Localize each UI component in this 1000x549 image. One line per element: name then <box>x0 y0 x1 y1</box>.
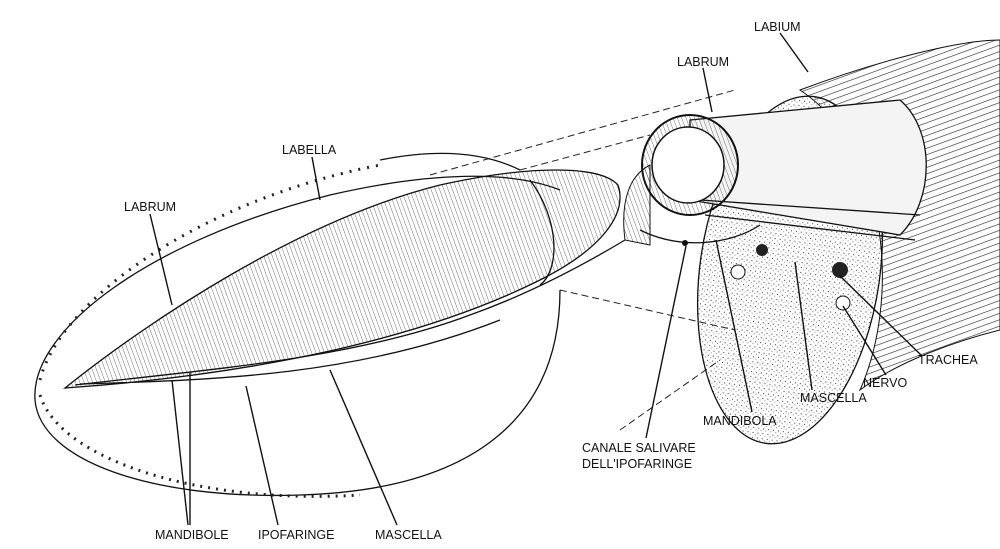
label-mascella-right: MASCELLA <box>800 391 867 405</box>
label-mandibole: MANDIBOLE <box>155 528 229 542</box>
stylet-bundle-shape <box>62 169 626 389</box>
leader-lines <box>149 32 923 526</box>
label-labrum-top: LABRUM <box>677 55 729 69</box>
label-nervo: NERVO <box>863 376 908 390</box>
label-mandibola: MANDIBOLA <box>703 414 777 428</box>
label-canale-line2: DELL'IPOFARINGE <box>582 457 692 471</box>
label-labella: LABELLA <box>282 143 337 157</box>
label-ipofaringe: IPOFARINGE <box>258 528 334 542</box>
label-trachea: TRACHEA <box>918 353 978 367</box>
labella-shape <box>34 152 561 498</box>
labrum-tube <box>623 99 927 246</box>
label-labium: LABIUM <box>754 20 801 34</box>
label-canale-line1: CANALE SALIVARE <box>582 441 696 455</box>
label-mascella-bottom: MASCELLA <box>375 528 442 542</box>
label-labrum-left: LABRUM <box>124 200 176 214</box>
